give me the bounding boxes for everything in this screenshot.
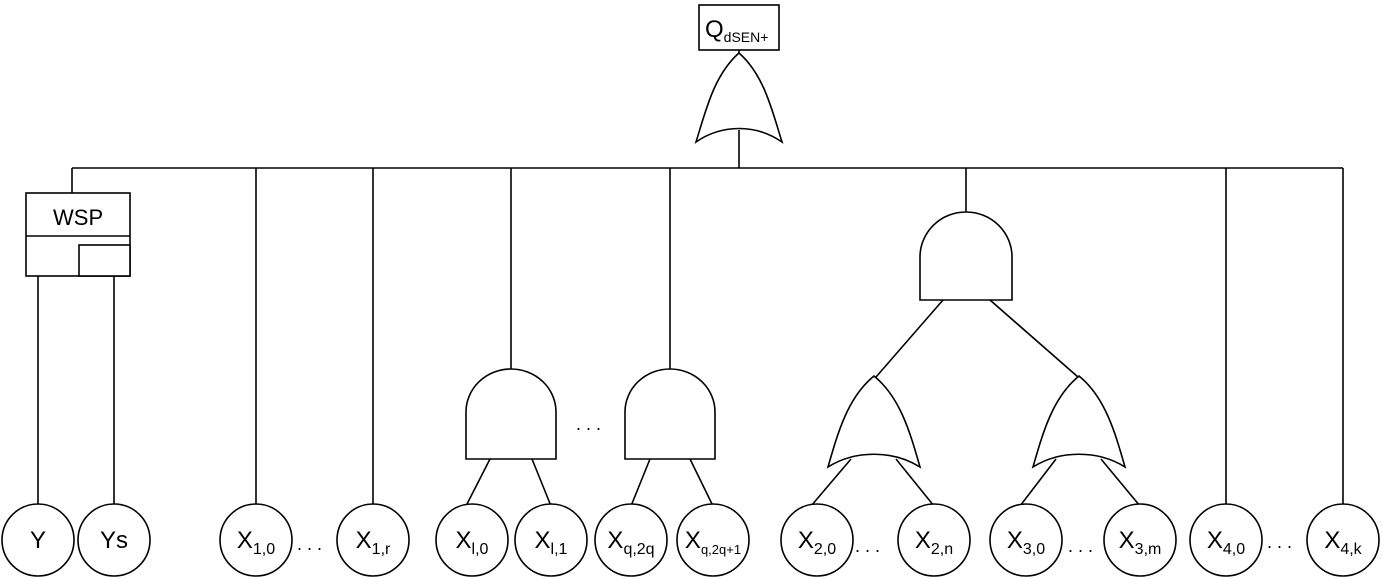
basic-event-label: X4,k: [1324, 527, 1362, 558]
ellipsis: . . .: [855, 536, 880, 556]
connector-line: [689, 458, 714, 507]
wsp-label: WSP: [53, 205, 103, 230]
connector-line: [875, 299, 944, 378]
basic-event-label: Y: [30, 527, 46, 554]
basic-event-label: X4,0: [1207, 527, 1245, 558]
basic-event-label: X1,0: [237, 527, 275, 558]
basic-event-x2n: X2,n: [897, 503, 971, 577]
basic-event-circle: [77, 503, 151, 577]
basic-event-circle: [219, 503, 293, 577]
connector-line: [895, 458, 935, 507]
basic-event-x1r: X1,r: [336, 503, 410, 577]
connector-line: [531, 458, 552, 507]
basic-event-x30: X3,0: [989, 503, 1063, 577]
connector-line: [465, 458, 491, 507]
basic-event-x4k: X4,k: [1306, 503, 1380, 577]
basic-event-label: X1,r: [356, 527, 391, 558]
basic-event-label: X3,0: [1007, 527, 1045, 558]
basic-event-circle: [336, 503, 410, 577]
basic-event-circle: [1103, 503, 1177, 577]
basic-event-xl1: Xl,1: [514, 503, 588, 577]
basic-event-xl0: Xl,0: [435, 503, 509, 577]
top-event-box: [698, 4, 780, 51]
connector-line: [810, 458, 852, 507]
wsp-gate: WSP: [25, 192, 131, 277]
connector-line: [989, 299, 1079, 378]
basic-event-circle: [514, 503, 588, 577]
and-gate-main: [919, 211, 1013, 301]
ellipsis: . . .: [1267, 532, 1292, 552]
ellipsis: . . .: [576, 414, 601, 434]
or-gate-2: [826, 374, 922, 469]
connector-line: [1019, 458, 1057, 507]
wsp-spare-box: [78, 244, 131, 277]
basic-events: Y Ys X1,0 X1,r Xl,0 Xl,1 Xq,2q Xq,2q+1 X2,0 X2,n X…: [1, 503, 1380, 577]
basic-event-circle: [435, 503, 509, 577]
top-event-label: QdSEN+: [705, 16, 768, 45]
basic-event-label: Xq,2q: [607, 527, 654, 558]
basic-event-xq2q: Xq,2q: [594, 503, 668, 577]
basic-event-label: Xl,0: [456, 527, 489, 558]
basic-event-label: X3,m: [1119, 527, 1162, 558]
ellipsis: . . .: [1068, 536, 1093, 556]
connector-line: [630, 458, 651, 507]
basic-event-circle: [897, 503, 971, 577]
basic-event-circle: [780, 503, 854, 577]
basic-event-circle: [1, 503, 75, 577]
basic-event-label: Xl,1: [535, 527, 568, 558]
basic-event-label: Ys: [100, 527, 128, 554]
basic-event-ys: Ys: [77, 503, 151, 577]
basic-event-circle: [1189, 503, 1263, 577]
basic-event-x20: X2,0: [780, 503, 854, 577]
top-or-gate: [694, 51, 784, 144]
ellipsis: . . .: [297, 534, 322, 554]
basic-event-x40: X4,0: [1189, 503, 1263, 577]
basic-event-circle: [594, 503, 668, 577]
top-event: QdSEN+: [698, 4, 780, 51]
basic-event-x3m: X3,m: [1103, 503, 1177, 577]
basic-event-label: X2,n: [915, 527, 953, 558]
basic-event-circle: [989, 503, 1063, 577]
basic-event-y: Y: [1, 503, 75, 577]
or-gate-3: [1031, 374, 1127, 469]
and-gate-q: [624, 368, 716, 460]
basic-event-xq2q1: Xq,2q+1: [676, 503, 750, 577]
basic-event-label: X2,0: [798, 527, 836, 558]
basic-event-circle: [1306, 503, 1380, 577]
basic-event-x10: X1,0: [219, 503, 293, 577]
and-gate-l: [465, 368, 557, 460]
connector-line: [1100, 458, 1141, 507]
basic-event-label: Xq,2q+1: [685, 527, 741, 557]
basic-event-circle: [676, 503, 750, 577]
